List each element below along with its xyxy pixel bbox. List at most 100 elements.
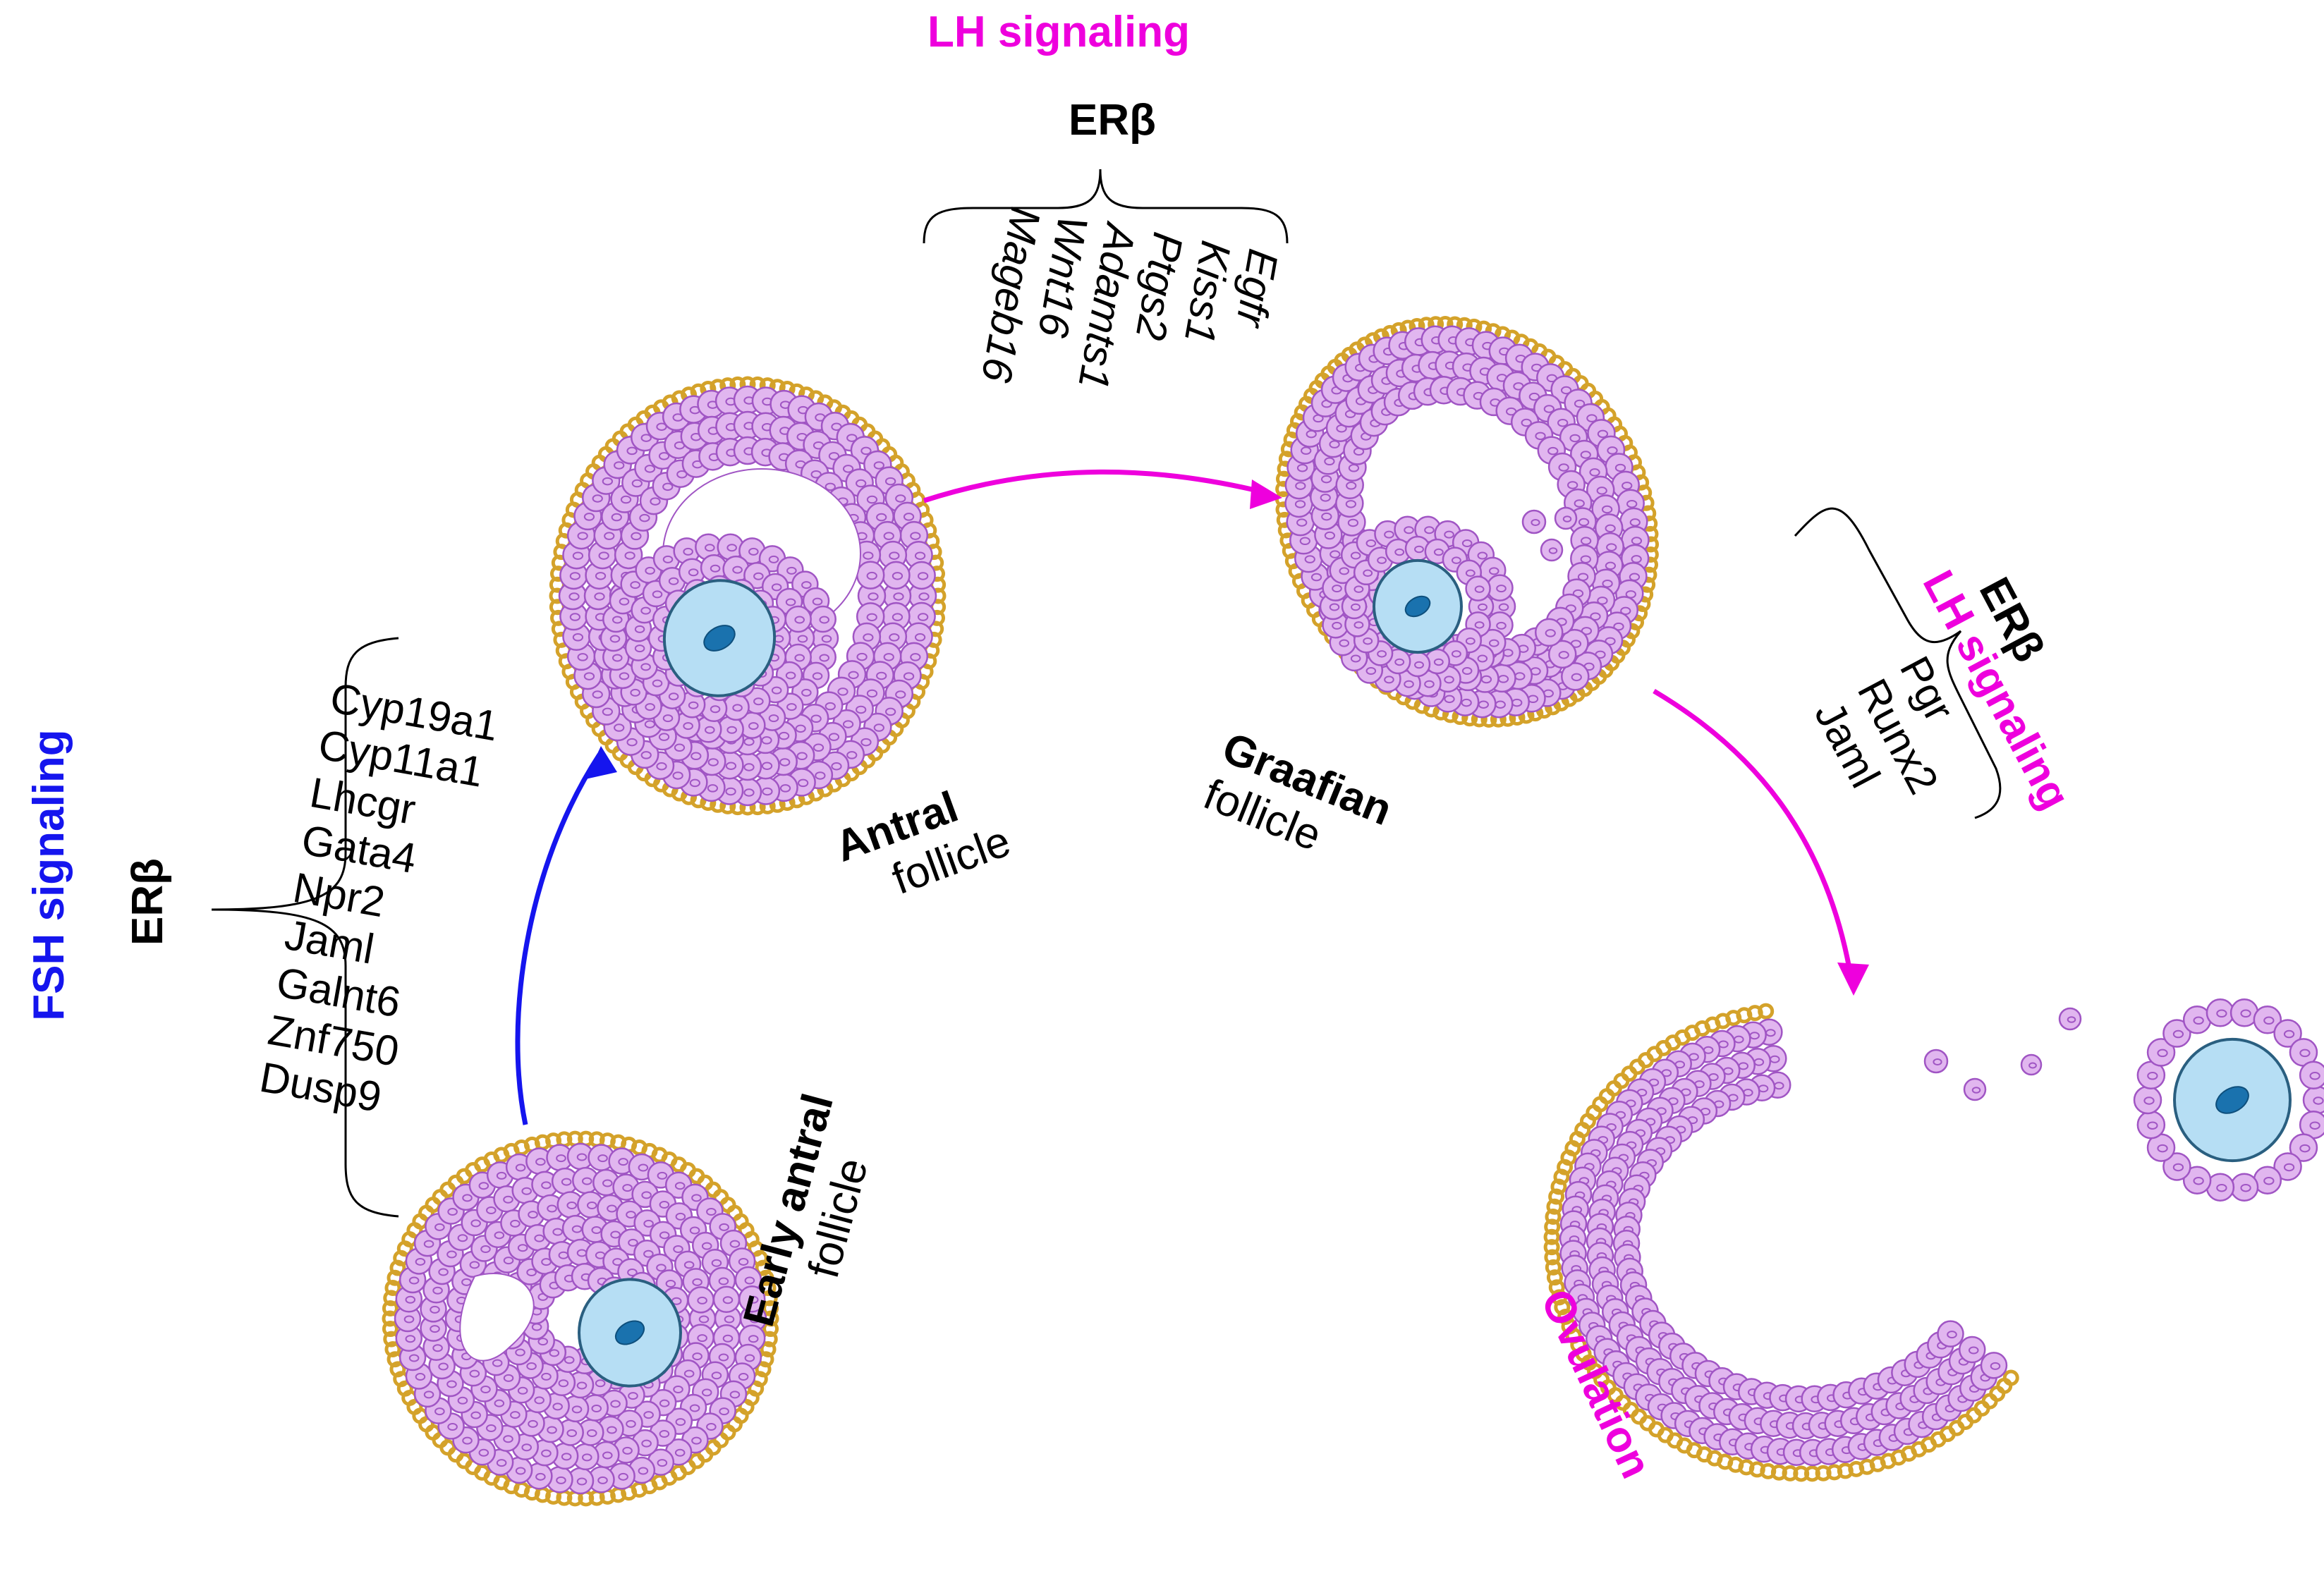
- granulosa-cell-nucleus: [1474, 585, 1485, 593]
- granulosa-cell-nucleus: [1567, 481, 1578, 489]
- granulosa-cell-nucleus: [643, 1219, 654, 1228]
- granulosa-cell-nucleus: [517, 1244, 528, 1252]
- granulosa-cell-nucleus: [706, 1207, 717, 1216]
- granulosa-cell: [907, 561, 936, 590]
- granulosa-cell-nucleus: [779, 758, 791, 766]
- granulosa-cell: [2289, 1133, 2318, 1162]
- graafian-follicle: [1274, 315, 1660, 728]
- theca-cell: [1545, 1209, 1562, 1226]
- granulosa-cell-nucleus: [622, 1184, 633, 1192]
- granulosa-cell-nucleus: [884, 477, 896, 486]
- granulosa-cell-nucleus: [1597, 429, 1609, 439]
- granulosa-cell-nucleus: [697, 1334, 707, 1343]
- granulosa-cell-nucleus: [446, 1380, 457, 1388]
- granulosa-cell-nucleus: [842, 720, 854, 728]
- granulosa-cell-nucleus: [650, 497, 661, 506]
- granulosa-cell-nucleus: [856, 652, 868, 661]
- granulosa-cell-nucleus: [609, 635, 621, 643]
- granulosa-cell-nucleus: [710, 564, 721, 573]
- granulosa-cell-nucleus: [1488, 567, 1499, 575]
- granulosa-cell-nucleus: [866, 571, 877, 580]
- early-antral-follicle: [382, 1130, 779, 1507]
- granulosa-cell-nucleus: [2240, 1009, 2251, 1018]
- granulosa-cell-nucleus: [812, 597, 823, 606]
- granulosa-cell-nucleus: [619, 597, 630, 606]
- granulosa-cell-nucleus: [662, 714, 674, 723]
- theca-cell: [384, 1280, 401, 1297]
- theca-cell: [762, 1321, 779, 1338]
- granulosa-cell-nucleus: [778, 731, 790, 740]
- granulosa-cell-nucleus: [1602, 579, 1613, 588]
- granulosa-cell-nucleus: [910, 653, 921, 661]
- granulosa-cell-nucleus: [510, 1219, 521, 1228]
- granulosa-cell-nucleus: [1348, 464, 1360, 472]
- granulosa-cell-nucleus: [876, 513, 887, 522]
- granulosa-cell-nucleus: [624, 551, 635, 560]
- granulosa-cell-nucleus: [1324, 531, 1336, 540]
- granulosa-cell-nucleus: [549, 1349, 560, 1357]
- granulosa-cell-nucleus: [725, 787, 736, 796]
- theca-cell: [1544, 1218, 1561, 1235]
- granulosa-cell-nucleus: [597, 1476, 608, 1484]
- granulosa-cell: [2299, 1061, 2324, 1090]
- granulosa-cell-nucleus: [1465, 569, 1476, 578]
- granulosa-cell-nucleus: [688, 701, 699, 709]
- granulosa-cell-nucleus: [819, 654, 830, 662]
- granulosa-cell-nucleus: [526, 1362, 537, 1370]
- granulosa-cell-nucleus: [701, 1242, 712, 1250]
- granulosa-cell-nucleus: [644, 465, 656, 473]
- granulosa-cell-nucleus: [462, 1194, 473, 1202]
- granulosa-cell-nucleus: [768, 555, 779, 563]
- granulosa-cell-nucleus: [761, 762, 773, 770]
- granulosa-cell-nucleus: [658, 733, 670, 741]
- granulosa-cell: [2162, 1152, 2191, 1181]
- granulosa-cell: [2136, 1110, 2166, 1139]
- granulosa-cell-nucleus: [812, 672, 823, 680]
- granulosa-cell-nucleus: [583, 672, 595, 680]
- granulosa-cell-nucleus: [1607, 446, 1618, 455]
- granulosa-cell-nucleus: [447, 1207, 458, 1216]
- granulosa-cell-nucleus: [828, 733, 840, 741]
- granulosa-cell-nucleus: [640, 434, 652, 442]
- granulosa-cell-nucleus: [1294, 500, 1306, 508]
- granulosa-cell-nucleus: [1629, 518, 1641, 527]
- granulosa-cell-nucleus: [1589, 468, 1600, 477]
- granulosa-cell-nucleus: [692, 1278, 702, 1286]
- granulosa-cell-nucleus: [535, 1472, 546, 1481]
- granulosa-cell-nucleus: [1596, 487, 1607, 495]
- theca-cell: [1548, 1188, 1565, 1205]
- granulosa-cell-nucleus: [819, 616, 830, 624]
- theca-cell: [384, 1340, 401, 1357]
- granulosa-cell-nucleus: [552, 1402, 563, 1411]
- granulosa-cell-nucleus: [408, 1354, 420, 1362]
- granulosa-cell-nucleus: [1332, 621, 1342, 630]
- granulosa-cell-nucleus: [2172, 1163, 2184, 1172]
- granulosa-cell-nucleus: [892, 613, 904, 621]
- granulosa-cell-nucleus: [701, 1388, 712, 1397]
- theca-cell: [755, 1259, 772, 1276]
- granulosa-cell-nucleus: [883, 532, 894, 540]
- granulosa-cell-nucleus: [627, 1269, 638, 1277]
- granulosa-cell-nucleus: [612, 616, 623, 624]
- granulosa-cell-nucleus: [638, 1467, 649, 1475]
- oocyte-nucleus: [1404, 595, 1431, 618]
- granulosa-cell-nucleus: [813, 743, 825, 752]
- granulosa-cell-nucleus: [1933, 1058, 1942, 1065]
- granulosa-cell-nucleus: [611, 513, 622, 522]
- granulosa-cell-nucleus: [659, 1399, 670, 1407]
- granulosa-cell-nucleus: [434, 1407, 445, 1416]
- granulosa-cell-nucleus: [470, 1411, 481, 1419]
- granulosa-cell-nucleus: [786, 566, 797, 575]
- granulosa-cell-nucleus: [1444, 676, 1454, 684]
- granulosa-cell-nucleus: [2193, 1016, 2204, 1025]
- granulosa-cell-nucleus: [515, 1348, 525, 1357]
- theca-cell: [760, 1340, 777, 1357]
- granulosa-cell-nucleus: [837, 688, 848, 696]
- granulosa-cell-nucleus: [2299, 1144, 2311, 1153]
- granulosa-cell-nucleus: [1574, 499, 1585, 508]
- granulosa-cell-nucleus: [631, 479, 643, 488]
- granulosa-cell-nucleus: [1498, 603, 1509, 611]
- granulosa-cell-nucleus: [866, 613, 877, 622]
- granulosa-cell-nucleus: [561, 1178, 572, 1186]
